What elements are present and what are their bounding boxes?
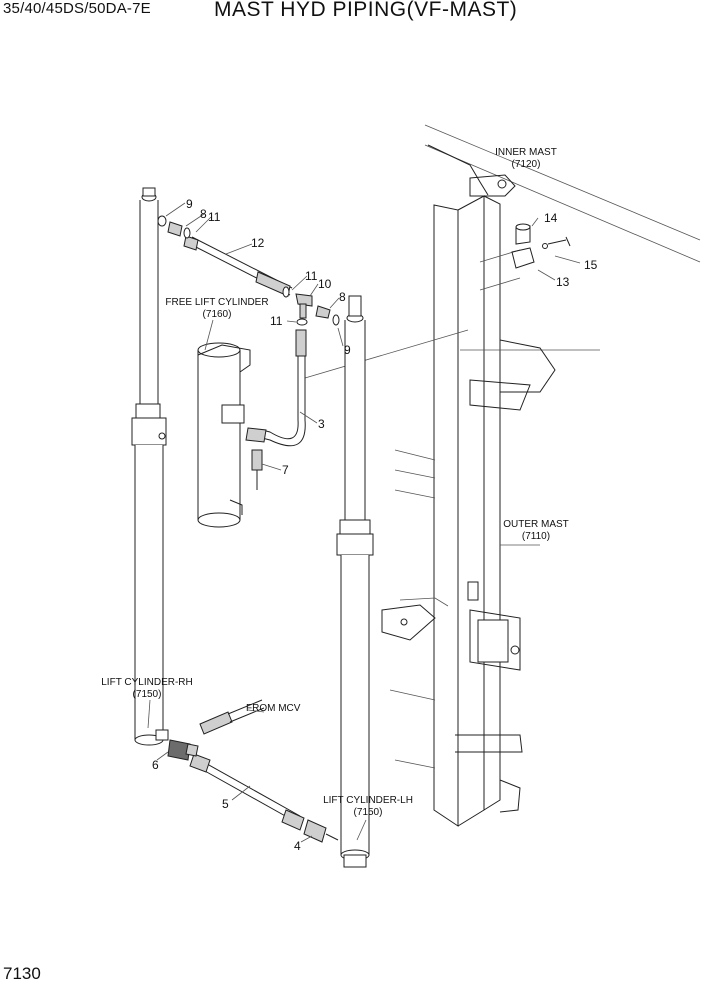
fitting-7 xyxy=(251,449,263,490)
outer-mast-frame xyxy=(381,124,701,827)
callout-9: 9 xyxy=(186,197,193,211)
lift-cylinder-lh-label: LIFT CYLINDER-LH (7150) xyxy=(323,795,413,818)
callout-7: 7 xyxy=(282,463,289,477)
callout-6: 6 xyxy=(152,758,159,772)
hose-clamp-assembly xyxy=(511,217,581,281)
callout-5: 5 xyxy=(222,797,229,811)
hose-5 xyxy=(189,753,305,831)
callout-14: 14 xyxy=(544,211,558,225)
model-number: 35/40/45DS/50DA-7E xyxy=(3,0,151,17)
page-code: 7130 xyxy=(3,964,41,983)
lift-cylinder-rh xyxy=(131,187,169,746)
leader-lines xyxy=(147,202,540,843)
callout-4: 4 xyxy=(294,839,301,853)
hose-from-mcv xyxy=(199,699,265,735)
callout-9: 9 xyxy=(344,343,351,357)
inner-mast xyxy=(304,144,521,379)
hose-12 xyxy=(183,235,293,297)
tee-fitting-6 xyxy=(167,739,199,761)
callout-8: 8 xyxy=(339,290,346,304)
from-mcv-label: FROM MCV xyxy=(246,703,301,714)
callout-11: 11 xyxy=(208,210,221,224)
fitting-4 xyxy=(303,819,339,843)
outer-mast-label: OUTER MAST (7110) xyxy=(503,519,569,542)
callout-11: 11 xyxy=(270,314,283,328)
callout-12: 12 xyxy=(251,236,265,250)
callout-11: 11 xyxy=(305,269,318,283)
free-lift-cylinder xyxy=(197,342,251,528)
inner-mast-label: INNER MAST (7120) xyxy=(495,147,557,170)
free-lift-cylinder-label: FREE LIFT CYLINDER (7160) xyxy=(165,297,269,320)
lift-cylinder-rh-label: LIFT CYLINDER-RH (7150) xyxy=(101,677,193,700)
callout-15: 15 xyxy=(584,258,598,272)
page-title: MAST HYD PIPING(VF-MAST) xyxy=(214,0,518,21)
hose-3 xyxy=(245,329,307,447)
callout-3: 3 xyxy=(318,417,325,431)
callout-10: 10 xyxy=(318,277,332,291)
elbow-fitting-10 xyxy=(282,286,340,326)
callout-8: 8 xyxy=(200,207,207,221)
lift-cylinder-lh xyxy=(336,295,374,868)
callout-13: 13 xyxy=(556,275,570,289)
fittings-top-left xyxy=(157,215,191,239)
